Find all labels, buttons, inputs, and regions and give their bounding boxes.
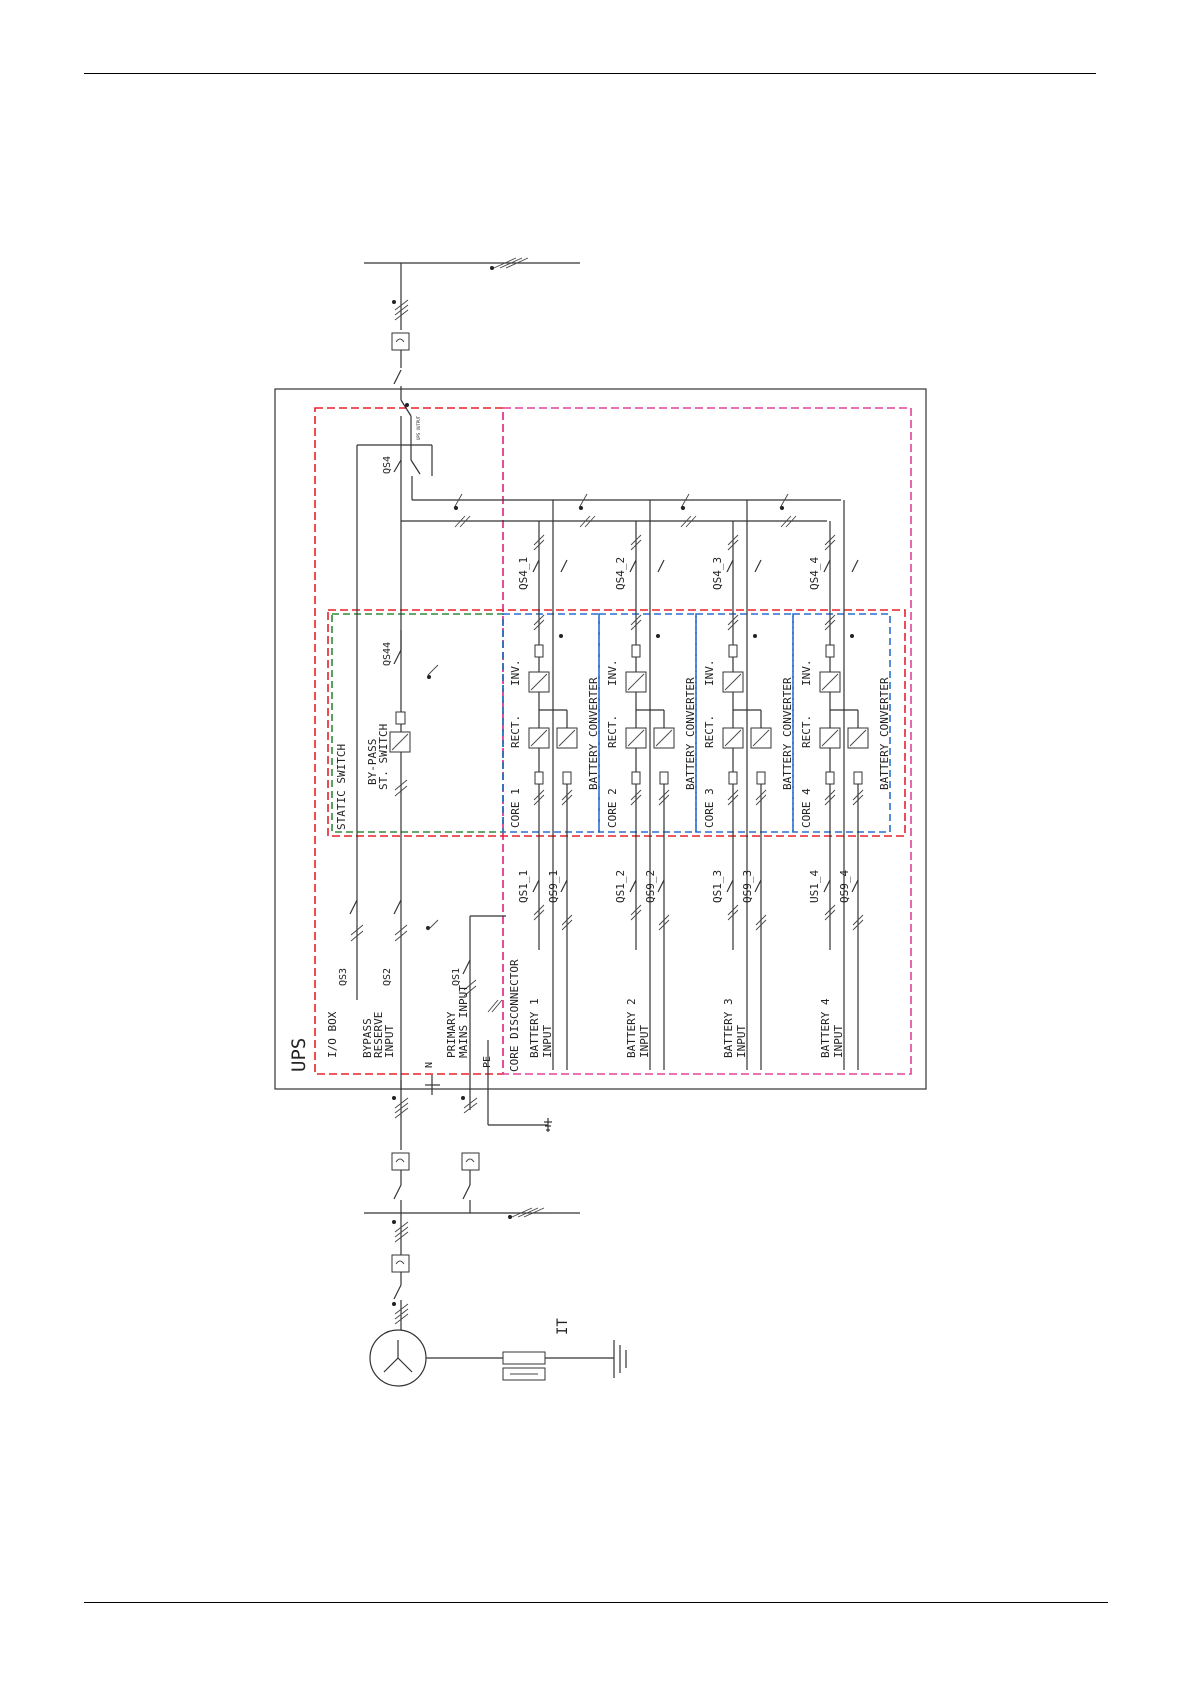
battery-converter-label-3: BATTERY CONVERTER	[781, 677, 794, 790]
core-column-4	[819, 500, 869, 1070]
qs9-label-4: QS9_4	[838, 870, 851, 903]
ups-frame	[274, 388, 927, 1090]
battery-label-4: BATTERY 4	[819, 998, 832, 1058]
primary-input-line-1: PRIMARY	[445, 1011, 458, 1058]
external-inputs	[364, 1040, 580, 1330]
core-4-region	[792, 613, 891, 833]
pe-label: PE	[482, 1056, 493, 1068]
qs2-label: QS2	[382, 968, 393, 986]
static-switch-region-inner	[331, 613, 504, 833]
battery-input-label-2: INPUT	[638, 1025, 651, 1058]
neutral-label: N	[424, 1062, 435, 1068]
qs4-bypass-switch	[356, 416, 433, 1050]
battery-input-label-3: INPUT	[735, 1025, 748, 1058]
battery-converter-label-2: BATTERY CONVERTER	[684, 677, 697, 790]
static-switch-region-outer	[327, 609, 906, 837]
diagram-labels: UPS I/O BOX BYPASS RESERVE INPUT PRIMARY…	[288, 415, 571, 1335]
qs1-label: QS1	[451, 968, 462, 986]
rect-label-4: RECT.	[800, 715, 813, 748]
battery-label-1: BATTERY 1	[528, 998, 541, 1058]
core-column-3	[722, 500, 772, 1070]
rect-label-3: RECT.	[703, 715, 716, 748]
footer-rule	[84, 1602, 1108, 1603]
qs44-label: QS44	[382, 642, 393, 666]
rect-label-2: RECT.	[606, 715, 619, 748]
core-column-2	[625, 500, 675, 1070]
battery-converter-label-1: BATTERY CONVERTER	[587, 677, 600, 790]
core-label-1: CORE 1	[509, 788, 522, 828]
bypass-switch-line-1: BY-PASS	[366, 739, 379, 785]
rect-label-1: RECT.	[509, 715, 522, 748]
inv-label-4: INV.	[800, 660, 813, 687]
core-3-region	[695, 613, 794, 833]
core-column-1	[528, 500, 578, 1070]
generator-and-earthing	[369, 1329, 627, 1387]
primary-input-line-2: MAINS INPUT	[457, 985, 470, 1058]
battery-label-3: BATTERY 3	[722, 998, 735, 1058]
battery-input-label-4: INPUT	[832, 1025, 845, 1058]
qs4-label: QS4	[382, 456, 393, 474]
qs3-label: QS3	[338, 968, 349, 986]
core-label-3: CORE 3	[703, 788, 716, 828]
qs1-label-3: QS1_3	[711, 870, 724, 903]
qs9-label-3: QS9_3	[741, 870, 754, 903]
bypass-input-line-3: INPUT	[383, 1025, 396, 1058]
qs9-label-1: QS9_1	[547, 870, 560, 903]
core-2-region	[598, 613, 697, 833]
bypass-input-line-2: RESERVE	[372, 1012, 385, 1058]
battery-label-2: BATTERY 2	[625, 998, 638, 1058]
qs9-label-2: QS9_2	[644, 870, 657, 903]
qs4-label-2: QS4_2	[614, 557, 627, 590]
inv-label-3: INV.	[703, 660, 716, 687]
bypass-input-line-1: BYPASS	[361, 1018, 374, 1058]
header-rule	[84, 73, 1096, 74]
qs1-label-4: US1_4	[808, 870, 821, 903]
qs4-label-3: QS4_3	[711, 557, 724, 590]
core-output-buses	[401, 493, 841, 528]
core-label-4: CORE 4	[800, 788, 813, 828]
core-labels: CORE 1 RECT. INV. BATTERY CONVERTER QS4_1QS1…	[509, 557, 891, 1058]
battery-input-label-1: INPUT	[541, 1025, 554, 1058]
input-switches	[349, 899, 506, 1060]
core-label-2: CORE 2	[606, 788, 619, 828]
static-switch-label: STATIC SWITCH	[335, 744, 348, 830]
bypass-switch-line-2: ST. SWITCH	[377, 724, 390, 790]
inv-label-2: INV.	[606, 660, 619, 687]
static-switch-branch	[389, 630, 439, 797]
qs1-label-2: QS1_2	[614, 870, 627, 903]
output-busbar	[364, 257, 580, 417]
qs1-label-1: QS1_1	[517, 870, 530, 903]
qs4-label-4: QS4_4	[808, 557, 821, 590]
core-columns	[528, 500, 869, 1070]
inv-label-1: INV.	[509, 660, 522, 687]
core-disconnector-label: CORE DISCONNECTOR	[508, 959, 521, 1072]
io-box-label: I/O BOX	[326, 1011, 339, 1058]
ups-label: UPS	[288, 1038, 310, 1072]
battery-converter-label-4: BATTERY CONVERTER	[878, 677, 891, 790]
qs4-label-1: QS4_1	[517, 557, 530, 590]
ups-output-label: UPS OUTPUT	[416, 415, 421, 440]
it-label: IT	[555, 1318, 571, 1335]
